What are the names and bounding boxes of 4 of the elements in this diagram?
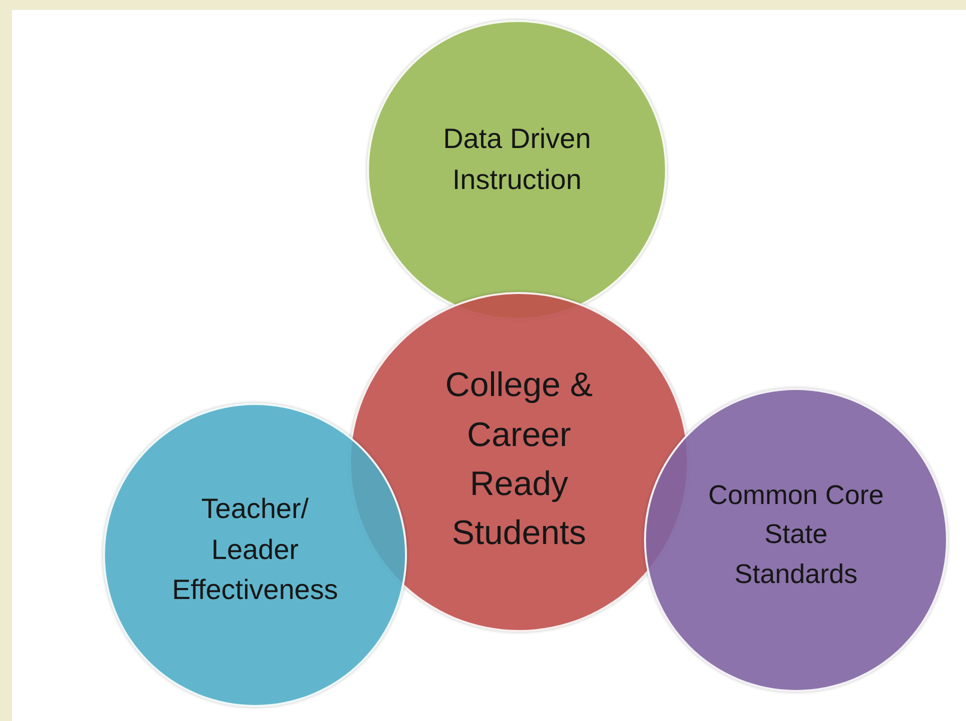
circle-label: Data Driven Instruction (442, 122, 592, 197)
circle-label: Teacher/ Leader Effectiveness (170, 492, 340, 608)
circle-label: College & Career Ready Students (444, 365, 594, 554)
circle-label: Common Core State Standards (707, 479, 885, 591)
